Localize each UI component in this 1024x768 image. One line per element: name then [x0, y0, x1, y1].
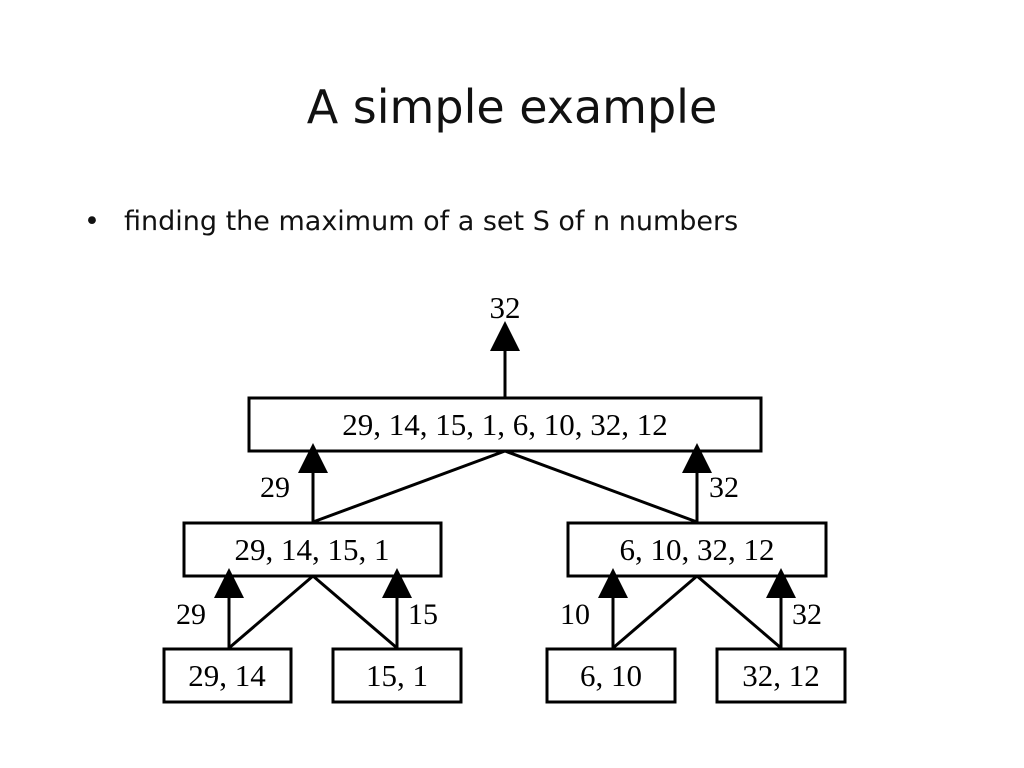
node-rr: 32, 12: [715, 647, 847, 704]
node-root-label: 29, 14, 15, 1, 6, 10, 32, 12: [342, 407, 668, 442]
bullet-item: • finding the maximum of a set S of n nu…: [84, 206, 738, 237]
node-left: 29, 14, 15, 1: [182, 521, 443, 578]
node-right: 6, 10, 32, 12: [566, 521, 828, 578]
node-lr: 15, 1: [331, 647, 463, 704]
edge-label-right-to-root: 32: [709, 471, 739, 504]
edge-root-left: [312, 449, 506, 524]
edge-right-rl: [612, 574, 698, 650]
node-rr-label: 32, 12: [742, 658, 820, 693]
node-lr-label: 15, 1: [366, 658, 428, 693]
result-label: 32: [490, 290, 521, 325]
edge-label-left-to-root: 29: [260, 471, 290, 504]
edge-label-rr-to-right: 32: [792, 598, 822, 631]
node-ll: 29, 14: [162, 647, 293, 704]
edge-right-rr: [696, 574, 782, 650]
edge-label-rl-to-right: 10: [560, 598, 590, 631]
node-ll-label: 29, 14: [188, 658, 266, 693]
edge-left-lr: [312, 574, 398, 650]
bullet-text: finding the maximum of a set S of n numb…: [124, 206, 739, 237]
slide-title: A simple example: [306, 80, 718, 134]
node-right-label: 6, 10, 32, 12: [620, 532, 775, 567]
edge-left-ll: [228, 574, 314, 650]
edge-label-ll-to-left: 29: [176, 598, 206, 631]
node-left-label: 29, 14, 15, 1: [235, 532, 390, 567]
edge-root-right: [504, 449, 698, 524]
node-rl-label: 6, 10: [580, 658, 642, 693]
node-root: 29, 14, 15, 1, 6, 10, 32, 12: [247, 396, 763, 453]
edge-label-lr-to-left: 15: [408, 598, 438, 631]
node-rl: 6, 10: [545, 647, 677, 704]
bullet-marker: •: [84, 206, 100, 237]
